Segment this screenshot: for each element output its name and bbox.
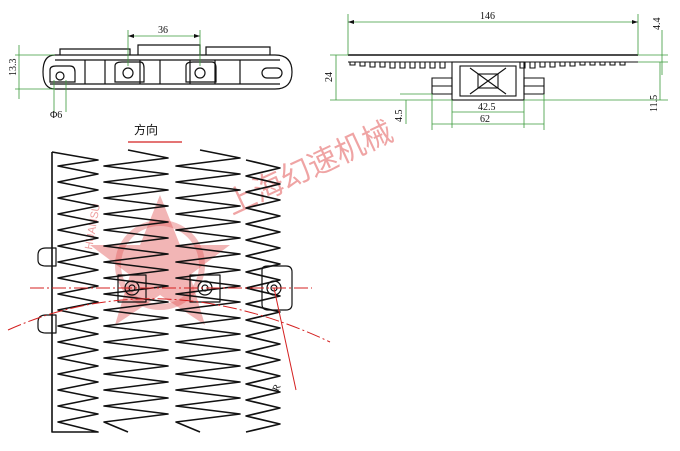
- dim-width-42-5: 42.5: [478, 102, 496, 113]
- radius-arc: [7, 298, 331, 343]
- radius-leader: [273, 287, 297, 391]
- hole-pin-1: [55, 71, 65, 81]
- direction-label: 方向: [134, 122, 158, 137]
- hole-pin-3: [194, 67, 206, 79]
- watermark-latin: HUANSU: [83, 203, 103, 251]
- dim-width-62: 62: [480, 114, 490, 125]
- centerlines: [7, 287, 331, 391]
- side-view: [42, 44, 293, 90]
- dim-pitch: 36: [158, 25, 168, 36]
- dim-thick-4-4: 4.4: [652, 18, 663, 31]
- side-view-dimensions: [15, 30, 201, 112]
- chain-link-1: [51, 151, 99, 433]
- front-view: [348, 54, 638, 101]
- watermark-company: 上海幻速机械: [221, 114, 399, 222]
- hole-pin-2: [122, 67, 134, 79]
- front-view-dimensions: [330, 14, 668, 130]
- radius-label: R: [271, 382, 284, 393]
- dim-height-13-3: 13.3: [8, 59, 19, 77]
- dim-width-146: 146: [480, 11, 495, 22]
- watermark: HUANSU 上海幻速机械: [83, 114, 399, 325]
- chain-link-2: [103, 149, 169, 433]
- chain-link-3: [175, 149, 241, 433]
- dim-hole-dia: Φ6: [50, 110, 62, 121]
- chain-link-4: [245, 159, 281, 433]
- dim-height-11-5: 11.5: [649, 95, 660, 112]
- slot-hole: [261, 67, 283, 79]
- dim-offset-4-5: 4.5: [394, 110, 405, 123]
- dim-height-24: 24: [324, 72, 335, 82]
